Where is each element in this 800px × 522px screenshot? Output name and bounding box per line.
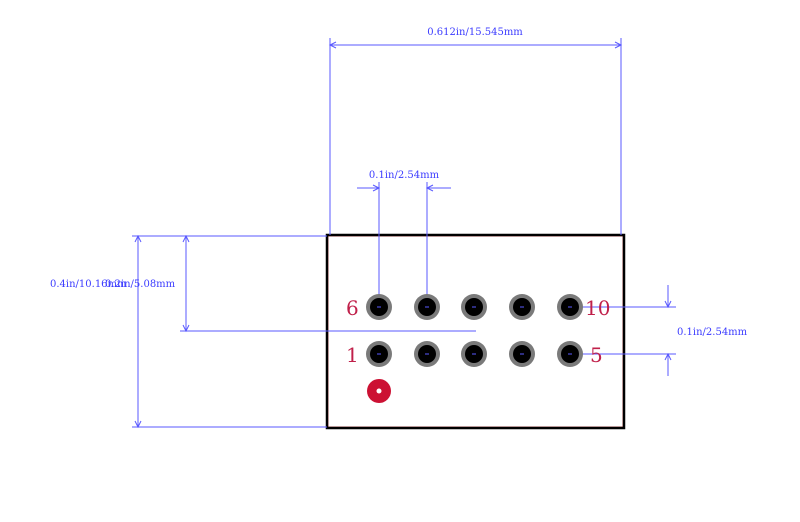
pin-label-5: 5 [590, 343, 603, 367]
dimension-pitch-v-label: 0.1in/2.54mm [677, 327, 748, 338]
pad-10 [557, 294, 583, 320]
dimension-width-label: 0.612in/15.545mm [427, 27, 523, 38]
pin-label-1: 1 [346, 343, 359, 367]
pad-7 [414, 294, 440, 320]
pad-6 [366, 294, 392, 320]
dimension-row-offset [180, 234, 476, 333]
pad-row-bottom [366, 341, 583, 367]
pad-8 [461, 294, 487, 320]
pin1-marker-icon [367, 379, 391, 403]
pin-label-10: 10 [585, 296, 610, 320]
pad-row-top [366, 294, 583, 320]
pad-9 [509, 294, 535, 320]
pad-5 [557, 341, 583, 367]
dimension-pitch-h [357, 182, 451, 307]
pad-3 [461, 341, 487, 367]
dimension-pitch-h-label: 0.1in/2.54mm [369, 170, 440, 181]
dimension-pitch-v [570, 285, 676, 376]
pin-label-6: 6 [346, 296, 359, 320]
dimension-width [328, 38, 623, 235]
pad-4 [509, 341, 535, 367]
dimension-height-label: 0.4in/10.16mm [50, 279, 127, 290]
dimension-height [132, 234, 327, 429]
dimension-row-offset-label: 0.2in/5.08mm [105, 279, 176, 290]
pad-2 [414, 341, 440, 367]
pad-1 [366, 341, 392, 367]
